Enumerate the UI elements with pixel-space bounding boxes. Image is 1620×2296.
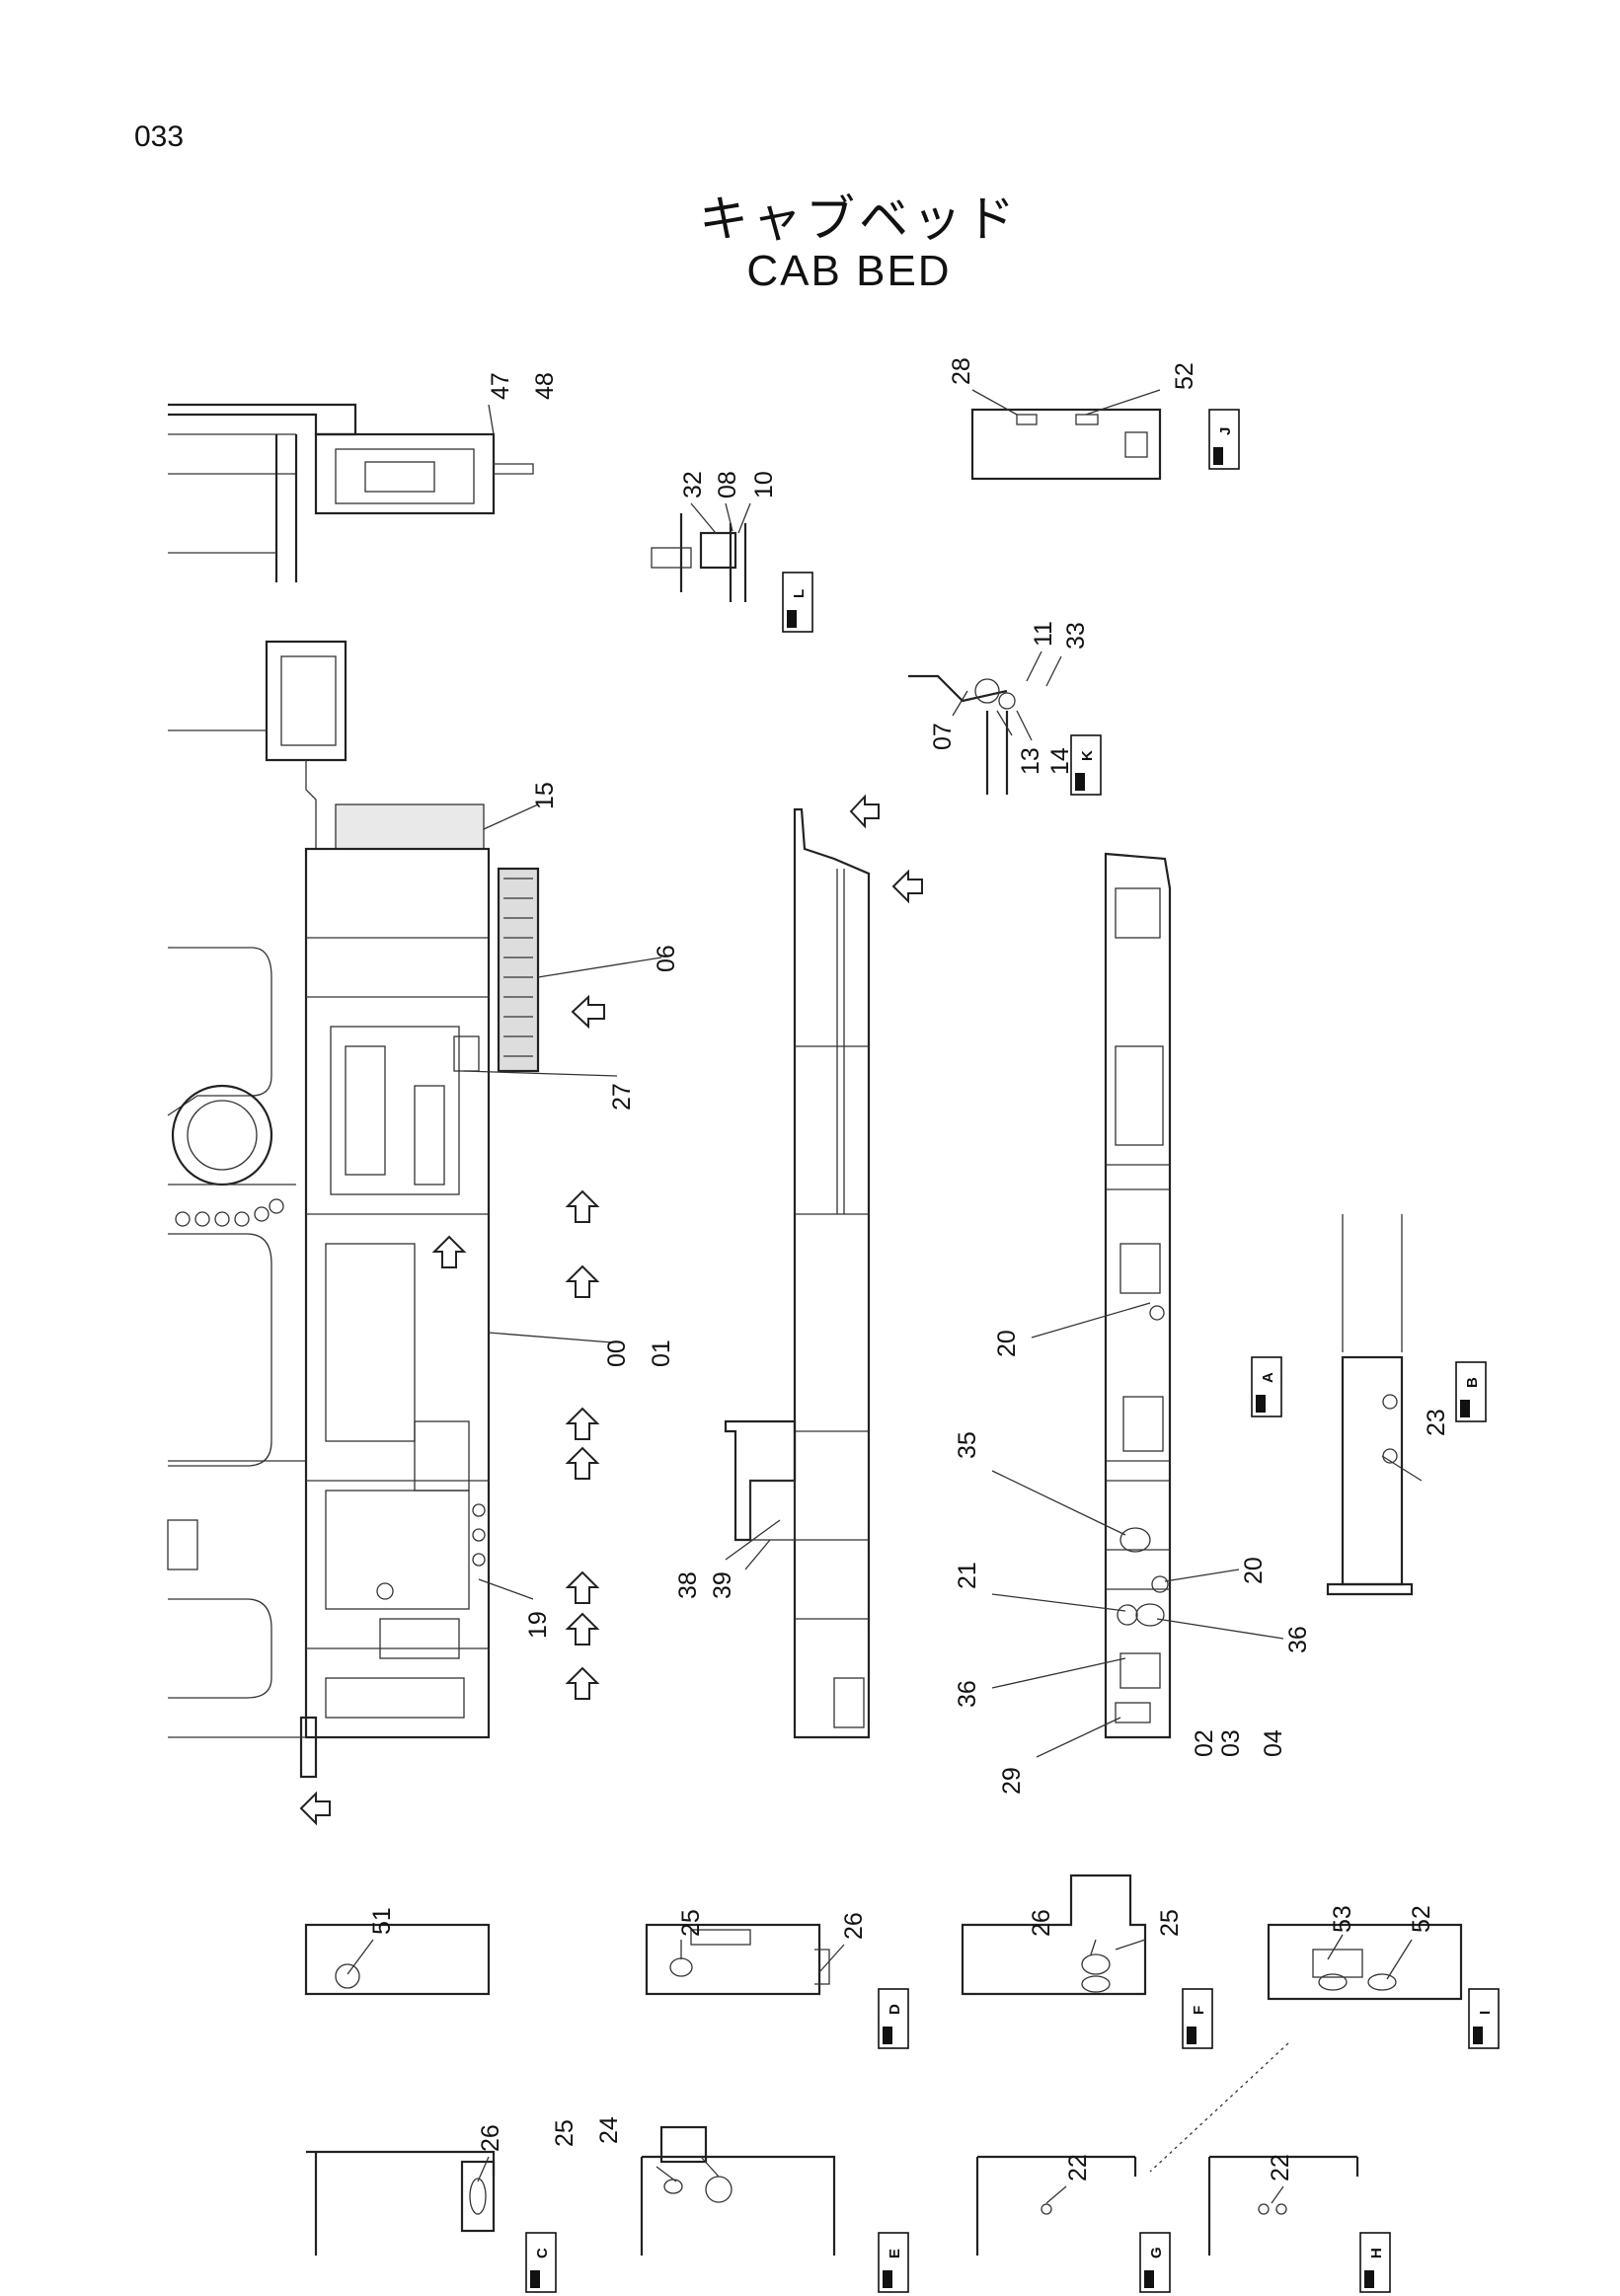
section-tag-k: K — [1070, 734, 1102, 796]
section-tag-l: L — [782, 572, 813, 633]
section-tag-e: E — [878, 2232, 909, 2293]
callout-52: 52 — [1171, 362, 1198, 390]
callout-20: 20 — [1240, 1557, 1268, 1584]
callout-00: 00 — [603, 1339, 631, 1367]
callout-38: 38 — [674, 1571, 702, 1599]
callout-22: 22 — [1267, 2154, 1294, 2181]
section-tag-a: A — [1251, 1356, 1282, 1417]
callout-19: 19 — [524, 1611, 552, 1639]
section-tag-i: I — [1468, 1988, 1500, 2049]
callout-13: 13 — [1017, 747, 1044, 775]
section-tag-b-letter: B — [1464, 1377, 1481, 1388]
page-number: 033 — [134, 120, 185, 153]
section-tag-g: G — [1139, 2232, 1171, 2293]
section-l-detail — [651, 513, 747, 602]
callout-27: 27 — [608, 1083, 636, 1110]
section-tag-d-letter: D — [887, 2004, 903, 2015]
section-tag-f: F — [1182, 1988, 1213, 2049]
callout-20: 20 — [993, 1330, 1021, 1357]
callout-28: 28 — [948, 357, 975, 385]
callout-23: 23 — [1423, 1409, 1450, 1436]
row2-details — [306, 2042, 1359, 2256]
view-arrows — [299, 794, 923, 1826]
callout-24: 24 — [595, 2116, 623, 2144]
callout-36: 36 — [1284, 1626, 1312, 1653]
callout-32: 32 — [679, 471, 707, 498]
callout-22: 22 — [1064, 2154, 1092, 2181]
right-side-view — [1104, 852, 1172, 1739]
machine-background — [167, 947, 306, 1738]
callout-14: 14 — [1046, 747, 1074, 775]
callout-25: 25 — [677, 1909, 705, 1937]
section-tag-a-letter: A — [1260, 1372, 1276, 1383]
callout-26: 26 — [1028, 1909, 1055, 1937]
center-side-view — [724, 807, 871, 1739]
callout-11: 11 — [1030, 621, 1057, 647]
callout-07: 07 — [929, 723, 957, 750]
section-tag-l-letter: L — [791, 589, 808, 598]
callout-33: 33 — [1062, 622, 1090, 650]
callout-02: 02 — [1191, 1729, 1218, 1757]
callout-03: 03 — [1217, 1729, 1245, 1757]
section-tag-d: D — [878, 1988, 909, 2049]
callout-25: 25 — [1156, 1909, 1184, 1937]
section-tag-i-letter: I — [1477, 2011, 1494, 2015]
callout-08: 08 — [714, 471, 741, 498]
callout-53: 53 — [1329, 1905, 1356, 1933]
section-tag-h-letter: H — [1368, 2248, 1385, 2258]
callout-06: 06 — [653, 945, 680, 972]
section-tag-j-letter: J — [1217, 427, 1234, 435]
callout-04: 04 — [1260, 1729, 1287, 1757]
callout-29: 29 — [998, 1767, 1026, 1795]
section-tag-h: H — [1359, 2232, 1391, 2293]
section-tag-e-letter: E — [887, 2249, 903, 2258]
section-tag-f-letter: F — [1191, 2006, 1207, 2015]
callout-48: 48 — [531, 372, 559, 400]
section-tag-j: J — [1208, 409, 1240, 470]
title-japanese: キャブベッド — [699, 191, 1019, 248]
callout-01: 01 — [648, 1339, 675, 1367]
section-tag-k-letter: K — [1079, 750, 1096, 761]
section-j-detail — [970, 408, 1162, 481]
upper-left-block — [168, 640, 347, 849]
top-left-assembly — [168, 403, 534, 582]
callout-35: 35 — [954, 1431, 981, 1459]
callout-47: 47 — [487, 372, 514, 400]
callout-51: 51 — [368, 1907, 396, 1935]
callout-26: 26 — [477, 2124, 504, 2152]
callout-39: 39 — [709, 1571, 736, 1599]
callout-52: 52 — [1408, 1905, 1435, 1933]
callout-25: 25 — [551, 2119, 579, 2147]
section-k-detail — [908, 674, 1016, 795]
title-english: CAB BED — [746, 247, 952, 295]
section-b-detail — [1326, 1214, 1414, 1596]
section-tag-g-letter: G — [1148, 2247, 1165, 2258]
callout-15: 15 — [531, 782, 559, 809]
section-tag-b: B — [1455, 1361, 1487, 1422]
section-tag-c: C — [525, 2232, 557, 2293]
leader-lines — [347, 389, 1423, 2204]
section-tag-c-letter: C — [534, 2248, 551, 2258]
callout-26: 26 — [840, 1912, 868, 1940]
cab-bed-main-frame — [299, 804, 540, 1779]
section-tags: J L K A B D F I — [525, 409, 1500, 2293]
callout-36: 36 — [954, 1680, 981, 1708]
callout-21: 21 — [954, 1562, 981, 1589]
row1-details — [304, 1874, 1463, 2001]
callout-10: 10 — [750, 471, 778, 498]
callout-numbers: 47 48 32 08 10 28 52 11 33 07 13 14 15 0… — [368, 357, 1450, 2181]
